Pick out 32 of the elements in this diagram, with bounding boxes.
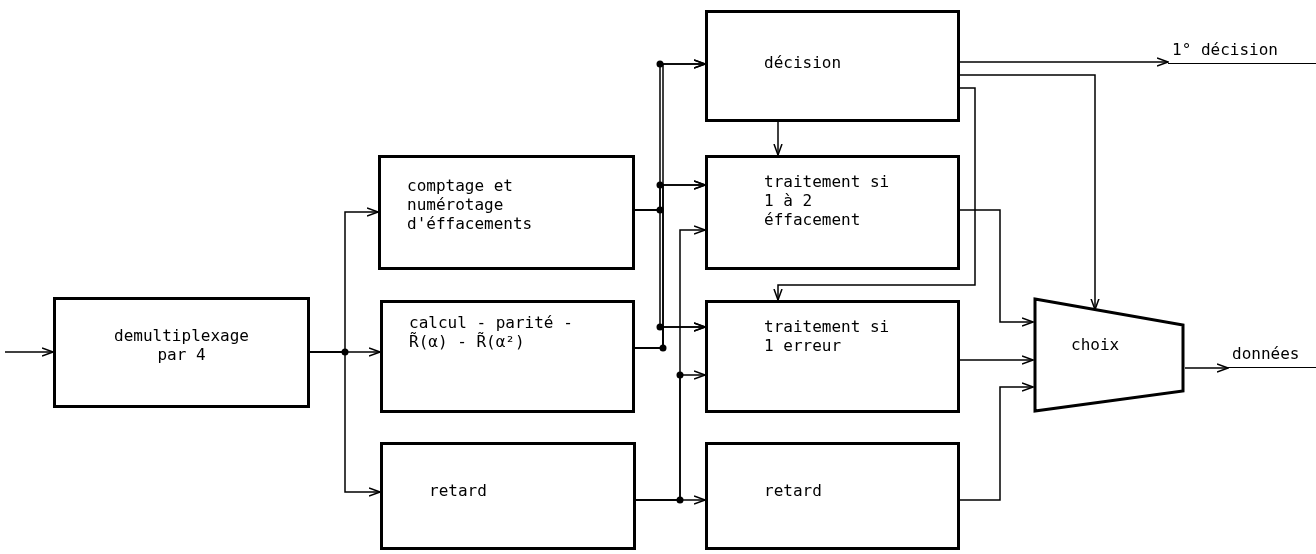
output-label: données bbox=[1228, 344, 1316, 368]
arrow bbox=[959, 74, 1100, 311]
box-label: traitement si 1 erreur bbox=[764, 317, 891, 355]
arrow bbox=[959, 57, 1169, 67]
arrow bbox=[634, 322, 706, 349]
arrow bbox=[309, 351, 381, 497]
box-label: retard bbox=[764, 481, 822, 500]
process-box bbox=[53, 297, 310, 408]
arrow bbox=[635, 370, 706, 501]
box-label: comptage et numérotage d'éffacements bbox=[407, 176, 534, 233]
arrow bbox=[959, 355, 1034, 365]
box-label: retard bbox=[429, 481, 487, 500]
box-label: demultiplexage par 4 bbox=[113, 326, 250, 364]
process-box bbox=[378, 155, 635, 270]
arrow bbox=[959, 382, 1034, 501]
selector-trapezoid bbox=[1033, 297, 1185, 413]
box-label: traitement si 1 à 2 éffacement bbox=[764, 172, 891, 229]
box-label: décision bbox=[764, 53, 842, 72]
process-box bbox=[705, 300, 960, 413]
box-label: calcul - parité - R̃(α) - R̃(α²) bbox=[409, 313, 574, 351]
box-label: choix bbox=[1071, 335, 1120, 354]
process-box bbox=[380, 300, 635, 413]
arrow bbox=[959, 209, 1034, 327]
process-box bbox=[705, 442, 960, 550]
arrow bbox=[773, 121, 783, 156]
arrow bbox=[4, 347, 54, 357]
process-box bbox=[705, 10, 960, 122]
process-box bbox=[705, 155, 960, 270]
process-box bbox=[380, 442, 636, 550]
arrow bbox=[1184, 363, 1229, 373]
arrow bbox=[773, 87, 976, 301]
output-label: 1° décision bbox=[1168, 40, 1316, 64]
